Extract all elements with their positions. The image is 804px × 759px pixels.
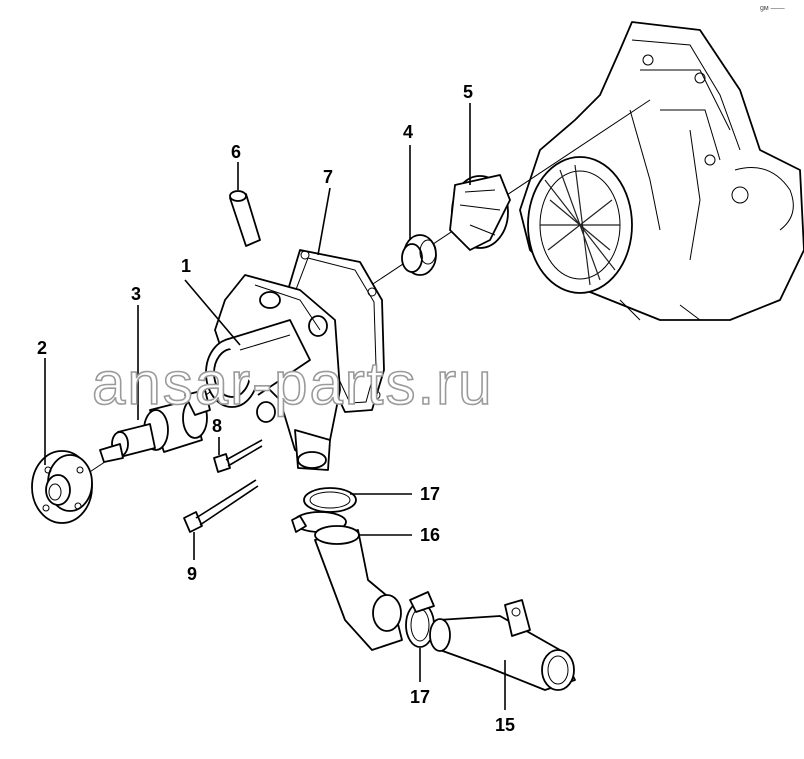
- callout-7: 7: [323, 167, 333, 187]
- pump-housing: [205, 274, 341, 471]
- callout-2: 2: [37, 338, 47, 358]
- engine-block: [519, 21, 804, 321]
- callout-8: 8: [212, 416, 222, 436]
- callout-3: 3: [131, 284, 141, 304]
- coolant-hose: [291, 511, 403, 651]
- callout-6: 6: [231, 142, 241, 162]
- callout-1: 1: [181, 256, 191, 276]
- callout-17-lower: 17: [410, 687, 430, 707]
- callout-16: 16: [420, 525, 440, 545]
- short-bolt: [213, 439, 263, 473]
- clamp-ring-lower: [405, 591, 435, 648]
- callout-4: 4: [403, 122, 413, 142]
- clamp-ring-upper: [303, 487, 357, 513]
- long-bolt: [183, 479, 259, 533]
- corner-mark: gм ——: [760, 5, 785, 12]
- seal: [401, 234, 437, 276]
- bearing-shaft: [99, 389, 211, 463]
- watermark: ansar-parts.ru: [92, 350, 493, 417]
- callout-5: 5: [463, 82, 473, 102]
- callout-15: 15: [495, 715, 515, 735]
- coolant-pipe: [429, 599, 576, 691]
- dowel-pin: [229, 190, 261, 247]
- callout-labels: 2 3 1 6 7 4 5 8 9 17 16 17 15: [37, 82, 515, 735]
- pulley-hub: [31, 450, 93, 524]
- callout-17-upper: 17: [420, 484, 440, 504]
- callout-9: 9: [187, 564, 197, 584]
- leader-lines: [44, 103, 506, 710]
- impeller: [449, 174, 511, 251]
